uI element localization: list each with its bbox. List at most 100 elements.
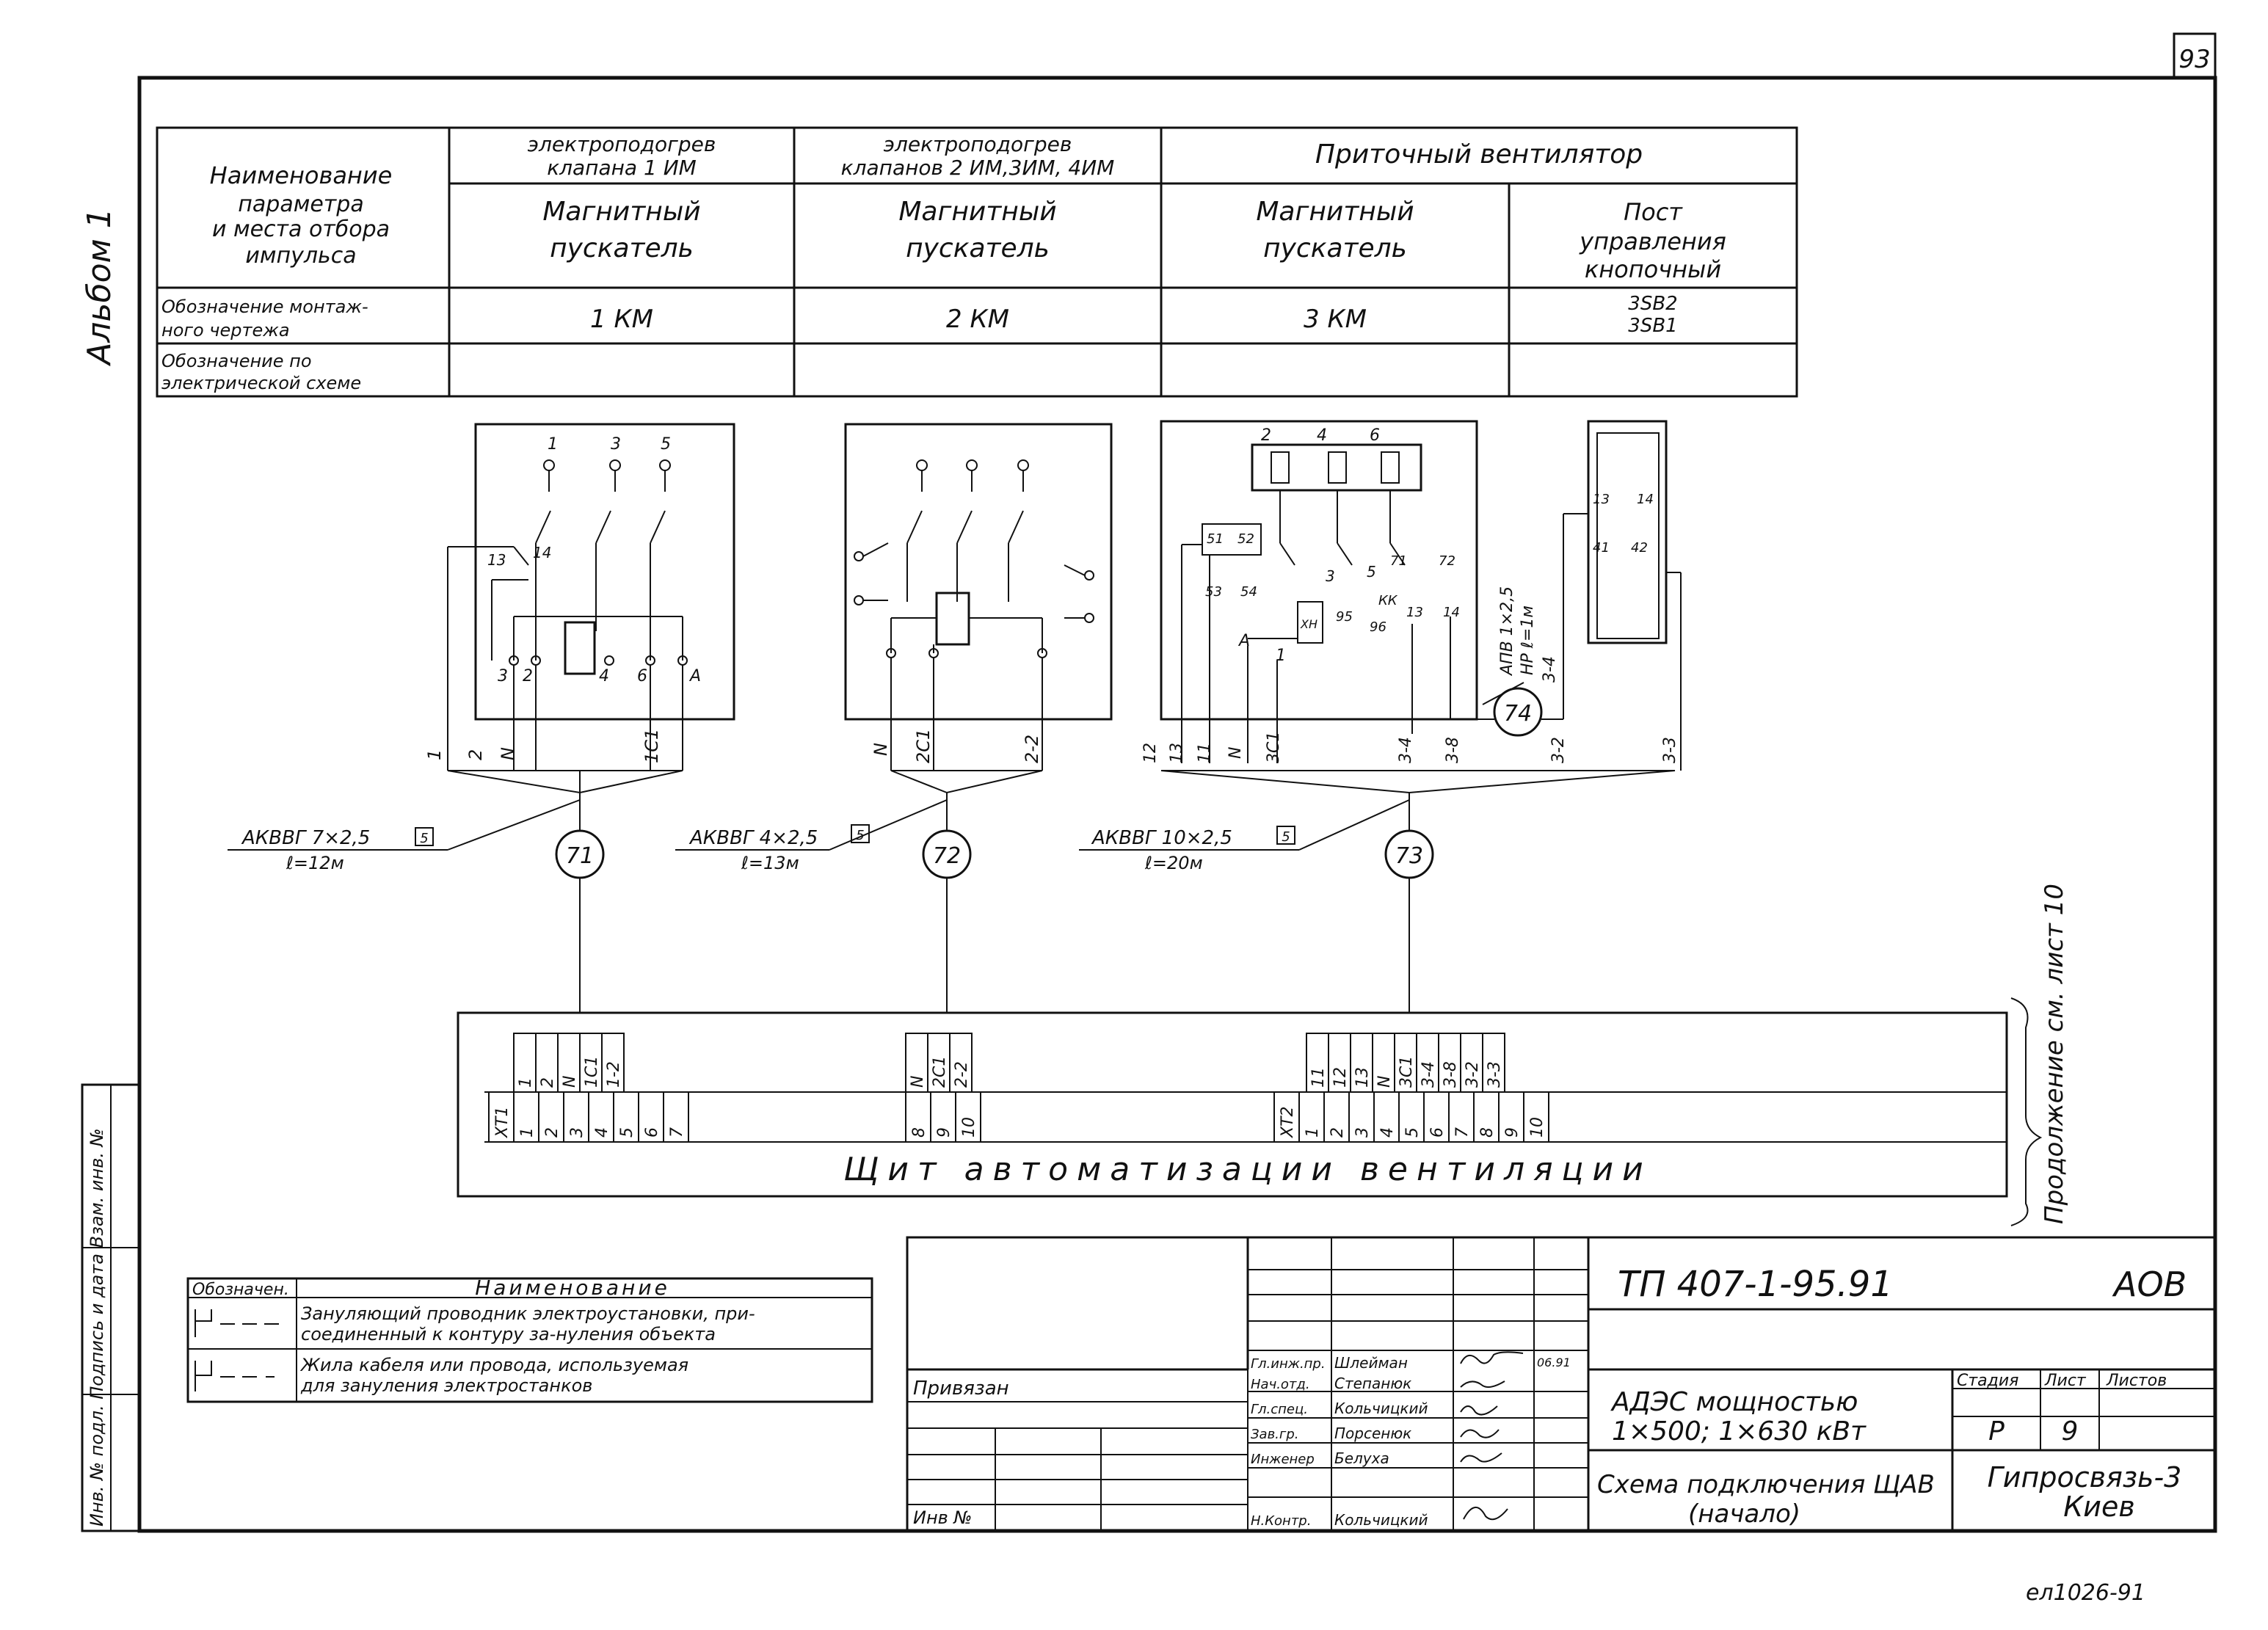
d3-contact-51: 51 [1207,531,1224,547]
mid-wire-item: 2C1 [931,1056,949,1088]
xt2-terminal-item: 1 [1304,1127,1322,1138]
date: 06.91 [1537,1356,1571,1369]
d2-wire-N: N [871,743,891,756]
signature-6 [1463,1507,1508,1521]
xt2-wire-item: 12 [1331,1067,1350,1088]
cable-73-box: 5 [1282,829,1290,845]
col4-device-2: управления [1579,228,1726,255]
d4-contact-41: 41 [1593,540,1610,556]
legend-symbol-2 [195,1361,275,1391]
bottom-code: eл1026-91 [2026,1580,2145,1606]
d3-wire-spec: АПВ 1×2,5 [1498,586,1516,677]
d3-contact-53: 53 [1205,584,1222,600]
param-label-3: и места отбора [212,217,390,242]
xt2-terminal-item: 6 [1428,1127,1447,1138]
legend-symbol-1 [195,1309,279,1337]
cable-73-spec: АКВВГ 10×2,5 [1091,827,1232,849]
album-label: Альбом 1 [81,208,118,366]
col2-device: Магнитный [898,197,1056,227]
name-3: Кольчицкий [1334,1400,1428,1417]
d3-wire-13: 13 [1168,743,1186,763]
d3-wire-12: 12 [1141,743,1160,763]
d3-term-4: 4 [1317,426,1327,445]
d1-term-5: 5 [661,435,671,454]
sheets-label: Листов [2106,1372,2167,1390]
d1-wire-N: N [498,747,518,760]
col3-title: Приточный вентилятор [1315,139,1643,170]
signature-1 [1460,1351,1524,1364]
d3-contact-52: 52 [1237,531,1254,547]
param-label-4: импульса [245,243,356,269]
col2-mark: 2 КМ [946,305,1009,334]
device-button-station: 13 14 41 42 [1563,420,1682,771]
object-title-2: 1×500; 1×630 кВт [1612,1416,1867,1447]
cable-72-length: ℓ=13м [741,853,799,873]
header-table: Наименование параметра и места отбора им… [156,126,1798,398]
d1-contact-14: 14 [533,544,551,561]
cable-71-box: 5 [420,831,428,846]
role-2: Нач.отд. [1251,1377,1310,1392]
role-4: Зав.гр. [1251,1427,1299,1442]
signature-4 [1460,1429,1500,1438]
xt1-terminal-item: 7 [668,1127,686,1138]
signature-5 [1460,1452,1502,1463]
xt2-terminal-item: 3 [1353,1127,1372,1138]
xt2-terminal-item: 10 [1528,1117,1546,1138]
xt2-terminal-item: 9 [1503,1127,1522,1138]
param-label-2: параметра [238,192,363,217]
xt1-terminal-item: 4 [593,1127,611,1138]
d3-contact-13: 13 [1406,605,1423,620]
panel-continuation: Продолжение см. лист 10 [2040,884,2069,1224]
d3-wire-11: 11 [1196,743,1214,763]
xt2-wire-item: 3-8 [1442,1061,1460,1088]
d1-bottom-6: 6 [637,667,647,685]
signature-2 [1460,1380,1505,1388]
elec-label-2: электрической схеме [161,373,361,393]
sheet-label: Лист [2044,1372,2087,1390]
col4-mark: 3SB2 [1628,293,1677,315]
stage-value: Р [1988,1416,2005,1447]
xt2-wire-item: 3-3 [1486,1061,1504,1088]
d1-bottom-4: 4 [599,667,609,685]
cable-71-spec: АКВВГ 7×2,5 [241,827,370,849]
xt2-wire-item: N [1375,1076,1394,1088]
name-5: Белуха [1334,1449,1389,1467]
col2-title-2: клапанов 2 ИМ,3ИМ, 4ИМ [841,156,1115,180]
xt2-wire-item: 3C1 [1397,1056,1416,1088]
mount-label-2: ного чертежа [161,320,290,341]
d1-term-3: 3 [611,435,621,454]
col1-mark: 1 КМ [590,305,653,334]
cable-71: 71 АКВВГ 7×2,5 5 ℓ=12м [228,799,605,1013]
xt2-terminal-item: 2 [1329,1127,1347,1138]
d2-wire-2C1: 2C1 [913,729,934,763]
mid-terminal-cell [955,1091,981,1143]
d3-wire-3-4b: 3-4 [1541,656,1559,683]
name-2: Степанюк [1334,1375,1411,1392]
col2-device-2: пускатель [906,233,1050,263]
cable-73-length: ℓ=20м [1144,853,1203,873]
name-6: Кольчицкий [1334,1511,1428,1529]
legend-row1: Зануляющий проводник электроустановки, п… [301,1303,755,1324]
d1-wire-2: 2 [465,749,486,760]
mid-terminal-item: 10 [960,1117,978,1138]
d4-contact-13: 13 [1593,492,1610,507]
col2-title: электроподогрев [884,132,1072,156]
d3-wire-3-2: 3-2 [1549,737,1568,763]
name-4: Порсенюк [1334,1425,1411,1442]
inv-label: Инв № [913,1507,972,1528]
stage-label: Стадия [1957,1372,2018,1390]
role-5: Инженер [1251,1452,1315,1467]
col4-device-3: кнопочный [1585,255,1721,283]
xt1-wire-item: 1-2 [605,1061,623,1088]
device-1km: 1 3 5 13 14 3 2 4 6 A 1 2 N 1C1 [424,423,735,831]
device-2km: N 2C1 2-2 [844,423,1113,831]
xt2-wire-item: 3-2 [1464,1061,1482,1088]
d3-contact-96: 96 [1370,619,1386,635]
d3-contact-1: 1 [1276,647,1286,665]
d2-wire-2-2: 2-2 [1022,735,1042,763]
object-title: АДЭС мощностью [1610,1387,1858,1417]
